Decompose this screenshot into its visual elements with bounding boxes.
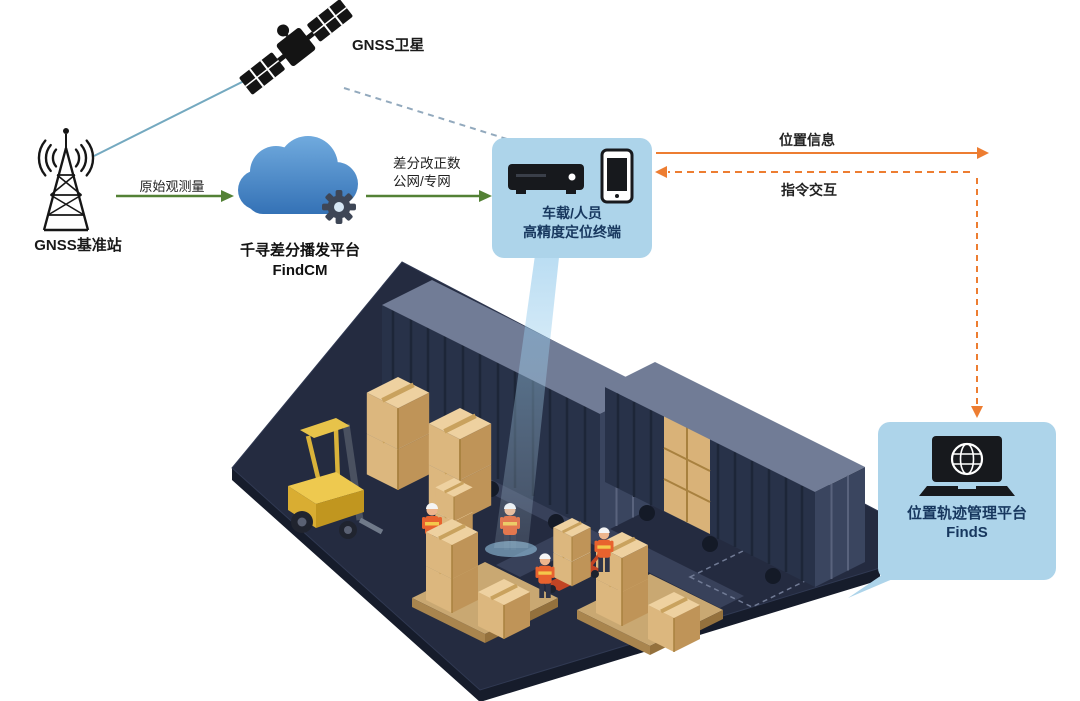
satellite-icon bbox=[239, 0, 353, 95]
satellite-label: GNSS卫星 bbox=[352, 37, 425, 54]
gear-icon bbox=[322, 190, 356, 224]
position-info-label: 位置信息 bbox=[779, 132, 835, 148]
terminal-label-line2: 高精度定位终端 bbox=[523, 224, 621, 240]
link-satellite-to-base bbox=[93, 73, 259, 157]
arrow-correction-data bbox=[366, 190, 492, 202]
link-satellite-to-terminal bbox=[343, 87, 511, 141]
receiver-icon bbox=[508, 164, 584, 194]
management-platform-title: 位置轨迹管理平台 bbox=[906, 505, 1027, 522]
correction-line2: 公网/专网 bbox=[393, 174, 451, 189]
management-platform-subtitle: FindS bbox=[946, 524, 988, 541]
terminal-label-line1: 车载/人员 bbox=[542, 205, 602, 221]
forklift-icon bbox=[288, 418, 384, 539]
raw-observation-label: 原始观测量 bbox=[139, 179, 205, 194]
smartphone-icon bbox=[600, 148, 634, 204]
management-platform-node: 位置轨迹管理平台 FindS bbox=[878, 422, 1056, 580]
container-right bbox=[605, 362, 865, 587]
terminal-node: 车载/人员 高精度定位终端 bbox=[492, 138, 652, 258]
cloud-platform-subtitle: FindCM bbox=[272, 262, 328, 279]
correction-data-label: 差分改正数 公网/专网 bbox=[393, 155, 461, 191]
command-interaction-label: 指令交互 bbox=[781, 182, 837, 198]
terminal-devices-icon bbox=[508, 148, 634, 204]
arrow-command-interaction bbox=[655, 166, 970, 178]
correction-line1: 差分改正数 bbox=[393, 156, 461, 171]
warehouse-illustration bbox=[231, 261, 881, 701]
base-station-label: GNSS基准站 bbox=[34, 237, 122, 254]
pallet-with-crates bbox=[577, 530, 723, 655]
laptop-globe-icon bbox=[919, 436, 1015, 496]
globe-icon bbox=[950, 442, 984, 476]
signal-waves-icon bbox=[37, 139, 95, 177]
cloud-platform-label: 千寻差分播发平台 FindCM bbox=[220, 241, 380, 281]
pallet-with-crates bbox=[412, 517, 558, 643]
positioning-beam bbox=[485, 248, 560, 557]
arrow-raw-observation bbox=[116, 190, 234, 202]
cloud-platform-title: 千寻差分播发平台 bbox=[239, 242, 360, 259]
arrow-position-info bbox=[656, 147, 989, 418]
base-station-icon bbox=[37, 128, 95, 232]
